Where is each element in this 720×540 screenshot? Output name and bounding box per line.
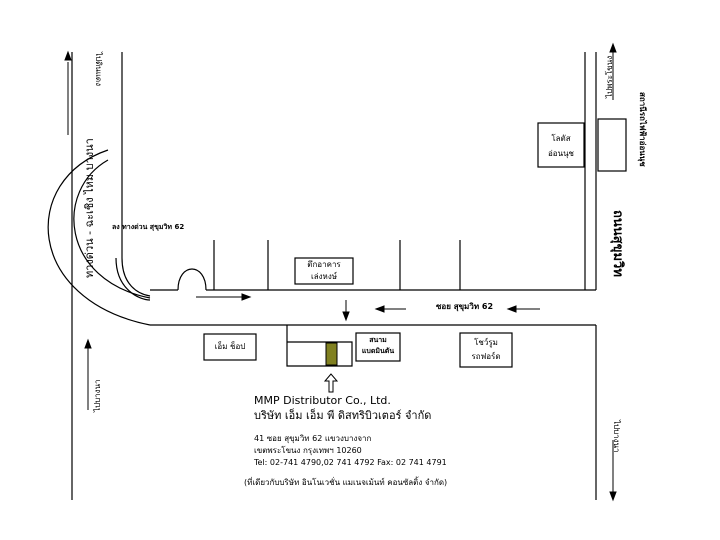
ramp-exit <box>121 257 151 297</box>
em-shop-box <box>203 333 257 361</box>
showroom-box <box>459 332 513 368</box>
field-label-line2: แบดมินตัน <box>361 347 395 355</box>
station-box <box>597 118 627 172</box>
company-pointer-arrow <box>323 373 339 393</box>
em-shop-label: เอ็ม ช็อป <box>214 342 246 351</box>
building-label-line1: ตึกอาคาร <box>307 260 341 269</box>
station-label: สถานีรถไฟฟ้าอ่อนนุช <box>638 92 647 167</box>
ramp-inner <box>73 159 151 299</box>
soi62-label: ซอย สุขุมวิท 62 <box>436 302 494 311</box>
showroom-label-line2: รถฟอร์ด <box>471 352 501 361</box>
field-box <box>355 332 401 362</box>
showroom-label-line1: โชว์รูม <box>474 338 498 347</box>
company-name-th: บริษัท เอ็ม เอ็ม พี ดิสทริบิวเตอร์ จำกัด <box>254 409 432 422</box>
lotus-label-line2: อ่อนนุช <box>548 149 574 158</box>
ramp-outer <box>47 149 151 326</box>
building-box <box>294 257 354 285</box>
showroom-label: โชว์รูม รถฟอร์ด <box>460 336 512 364</box>
company-address-line2: เขตพระโขนง กรุงเทพฯ 10260 <box>254 446 362 455</box>
direction-top-right: ไปพระโขนง <box>605 55 614 98</box>
direction-top-left: ไปดินแดง <box>94 52 103 87</box>
company-name-en: MMP Distributor Co., Ltd. <box>254 394 391 407</box>
ramp-exit-inner <box>115 257 151 301</box>
lotus-label-line1: โลตัส <box>551 134 571 143</box>
building-label: ตึกอาคาร เล่งหงษ์ <box>295 259 353 283</box>
direction-bottom-right: ไปบางนา <box>612 420 621 453</box>
company-phone-line: Tel: 02-741 4790,02 741 4792 Fax: 02 741… <box>254 458 447 467</box>
u-turn <box>177 268 207 291</box>
lotus-box <box>537 122 585 168</box>
expressway-exit-label: ลง ทางด่วน สุขุมวิท 62 <box>112 223 185 231</box>
company-address-line1: 41 ซอย สุขุมวิท 62 แขวงบางจาก <box>254 434 372 443</box>
building-label-line2: เล่งหงษ์ <box>311 272 337 281</box>
company-target <box>325 342 338 366</box>
company-compound <box>286 325 353 367</box>
field-label: สนาม แบดมินตัน <box>356 335 400 357</box>
expressway-label: ทางด่วน - ฉะเชิง ไหม บางนา <box>83 138 96 278</box>
direction-bottom-left: ไปบางนา <box>93 379 102 412</box>
field-label-line1: สนาม <box>369 336 387 344</box>
sukhumvit-label: ถนนสุขุมวิท <box>610 210 625 277</box>
company-note: (ที่เดียวกับบริษัท อินโนเวชั่น แมเนจเม้น… <box>244 478 448 487</box>
lotus-label: โลตัส อ่อนนุช <box>538 131 584 161</box>
